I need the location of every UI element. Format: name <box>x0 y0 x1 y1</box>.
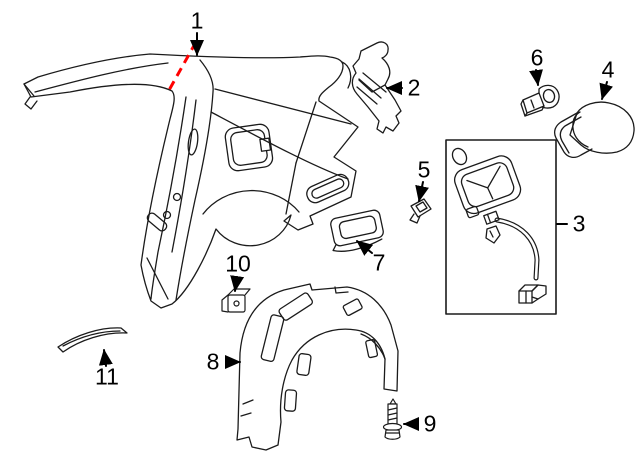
callout-label-9[interactable]: 9 <box>423 410 437 437</box>
part-vent-outlet[interactable] <box>327 209 386 254</box>
part-quarter-panel[interactable] <box>23 53 359 309</box>
callout-label-6[interactable]: 6 <box>530 44 544 71</box>
callout-label-1[interactable]: 1 <box>190 7 204 34</box>
part-gutter-bracket[interactable] <box>351 41 402 134</box>
arrow-7 <box>356 240 374 256</box>
callout-label-5[interactable]: 5 <box>417 156 431 183</box>
arrow-6 <box>529 69 543 86</box>
callout-arrows <box>98 32 613 431</box>
callout-label-3[interactable]: 3 <box>572 210 586 237</box>
arrow-4 <box>599 81 613 100</box>
part-fuel-filler-pocket-kit[interactable] <box>445 139 557 315</box>
callout-label-7[interactable]: 7 <box>372 249 386 276</box>
part-wheelhouse-liner[interactable] <box>236 283 399 451</box>
callout-label-8[interactable]: 8 <box>206 348 220 375</box>
callout-label-11[interactable]: 11 <box>95 363 119 390</box>
arrow-10 <box>230 275 245 292</box>
part-screw[interactable] <box>382 398 403 440</box>
part-3-box <box>445 139 557 315</box>
part-clip-5[interactable] <box>409 198 432 224</box>
arrow-11 <box>98 349 113 367</box>
part-protector-strip[interactable] <box>57 327 128 353</box>
part-door-hinge[interactable] <box>520 84 560 117</box>
highlight-dashed-line <box>166 41 198 93</box>
part-clip-10[interactable] <box>221 288 251 313</box>
callout-label-10[interactable]: 10 <box>225 250 251 277</box>
part-fuel-filler-door[interactable] <box>554 101 635 159</box>
callout-label-4[interactable]: 4 <box>601 56 615 83</box>
arrow-5 <box>415 181 429 202</box>
callout-label-2[interactable]: 2 <box>407 74 421 101</box>
